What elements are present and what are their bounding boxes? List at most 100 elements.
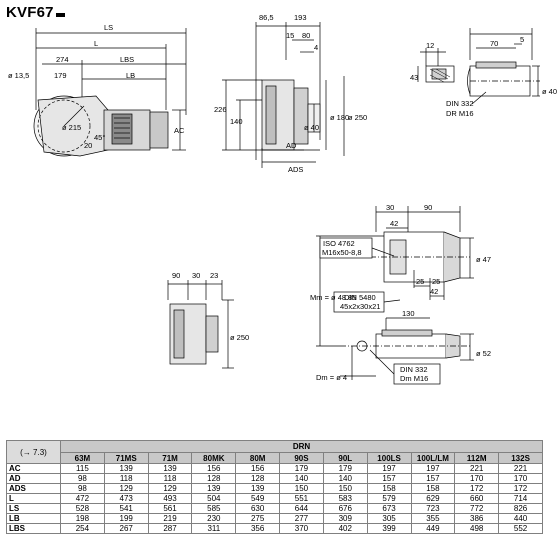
column-header: 71M	[147, 452, 193, 464]
dim-L: L	[94, 39, 98, 48]
table-cell: 305	[366, 513, 412, 524]
dim-193: 193	[294, 13, 307, 22]
dim-12: 12	[426, 41, 434, 50]
table-cell: 139	[147, 463, 193, 474]
table-cell: 98	[60, 473, 105, 484]
column-header: 71MS	[103, 452, 149, 464]
column-header: 132S	[498, 452, 543, 464]
dim-90-hollow: 90	[424, 203, 432, 212]
dim-20: 20	[84, 141, 92, 150]
table-cell: 287	[147, 523, 193, 534]
table-cell: 528	[60, 503, 105, 514]
view-side	[33, 28, 187, 157]
table-cell: 399	[366, 523, 412, 534]
column-header: 80M	[235, 452, 281, 464]
label-din332-hollow: DIN 332	[400, 365, 428, 374]
dim-AD: AD	[286, 141, 297, 150]
dim-d250: ø 250	[348, 113, 367, 122]
dim-86-5: 86,5	[259, 13, 274, 22]
table-cell: 197	[366, 463, 412, 474]
row-label: AC	[6, 463, 61, 474]
table-cell: 629	[410, 493, 456, 504]
dim-23-small: 23	[210, 271, 218, 280]
table-cell: 275	[235, 513, 281, 524]
table-cell: 179	[322, 463, 368, 474]
row-label: L	[6, 493, 61, 504]
dim-LB: LB	[126, 71, 135, 80]
dim-d40: ø 40	[304, 123, 319, 132]
column-header: 63M	[60, 452, 105, 464]
table-cell: 355	[410, 513, 456, 524]
table-cell: 221	[454, 463, 500, 474]
table-cell: 579	[366, 493, 412, 504]
table-cell: 714	[498, 493, 543, 504]
table-cell: 440	[498, 513, 543, 524]
table-cell: 552	[498, 523, 543, 534]
table-cell: 541	[103, 503, 149, 514]
table-cell: 172	[498, 483, 543, 494]
table-cell: 170	[498, 473, 543, 484]
table-cell: 723	[410, 503, 456, 514]
table-cell: 267	[103, 523, 149, 534]
column-header: 90S	[279, 452, 324, 464]
table-cell: 498	[454, 523, 500, 534]
dim-140: 140	[230, 117, 243, 126]
dim-130: 130	[402, 309, 415, 318]
row-label: LS	[6, 503, 61, 514]
table-cell: 370	[279, 523, 324, 534]
column-header: 100LS	[366, 452, 412, 464]
row-label: AD	[6, 473, 61, 484]
column-header: 80MK	[191, 452, 237, 464]
table-cell: 198	[60, 513, 105, 524]
dim-Mm: Mm = ø 48.85	[310, 293, 356, 302]
label-dm-m16: Dm M16	[400, 374, 428, 383]
dim-274: 274	[56, 55, 69, 64]
table-cell: 158	[366, 483, 412, 494]
column-header: 90L	[322, 452, 368, 464]
table-cell: 660	[454, 493, 500, 504]
table-cell: 585	[191, 503, 237, 514]
table-cell: 172	[454, 483, 500, 494]
table-cell: 676	[322, 503, 368, 514]
dim-5: 5	[520, 35, 524, 44]
dim-70: 70	[490, 39, 498, 48]
table-cell: 254	[60, 523, 105, 534]
table-cell: 129	[103, 483, 149, 494]
table-cell: 156	[191, 463, 237, 474]
dim-226: 226	[214, 105, 227, 114]
table-cell: 118	[147, 473, 193, 484]
row-label: ADS	[6, 483, 61, 494]
table-cell: 179	[279, 463, 324, 474]
table-cell: 583	[322, 493, 368, 504]
view-front-small	[167, 280, 234, 369]
table-cell: 199	[103, 513, 149, 524]
dim-4: 4	[314, 43, 318, 52]
table-cell: 356	[235, 523, 281, 534]
table-group-header: DRN	[60, 440, 543, 453]
dim-d47: ø 47	[476, 255, 491, 264]
table-cell: 504	[191, 493, 237, 504]
table-cell: 98	[60, 483, 105, 494]
dim-LS: LS	[104, 23, 113, 32]
dim-d13-5: ø 13,5	[8, 71, 29, 80]
table-cell: 826	[498, 503, 543, 514]
label-din5480: DIN 5480	[344, 293, 376, 302]
label-spline: 45x2x30x21	[340, 302, 380, 311]
dim-80: 80	[302, 31, 310, 40]
view-shaft-detail	[417, 28, 540, 105]
row-label: LBS	[6, 523, 61, 534]
table-cell: 150	[279, 483, 324, 494]
dim-43: 43	[410, 73, 418, 82]
table-cell: 551	[279, 493, 324, 504]
dim-15: 15	[286, 31, 294, 40]
table-cell: 473	[103, 493, 149, 504]
dim-90-small: 90	[172, 271, 180, 280]
table-cell: 158	[410, 483, 456, 494]
table-cell: 129	[147, 483, 193, 494]
dim-25b: 25	[432, 277, 440, 286]
